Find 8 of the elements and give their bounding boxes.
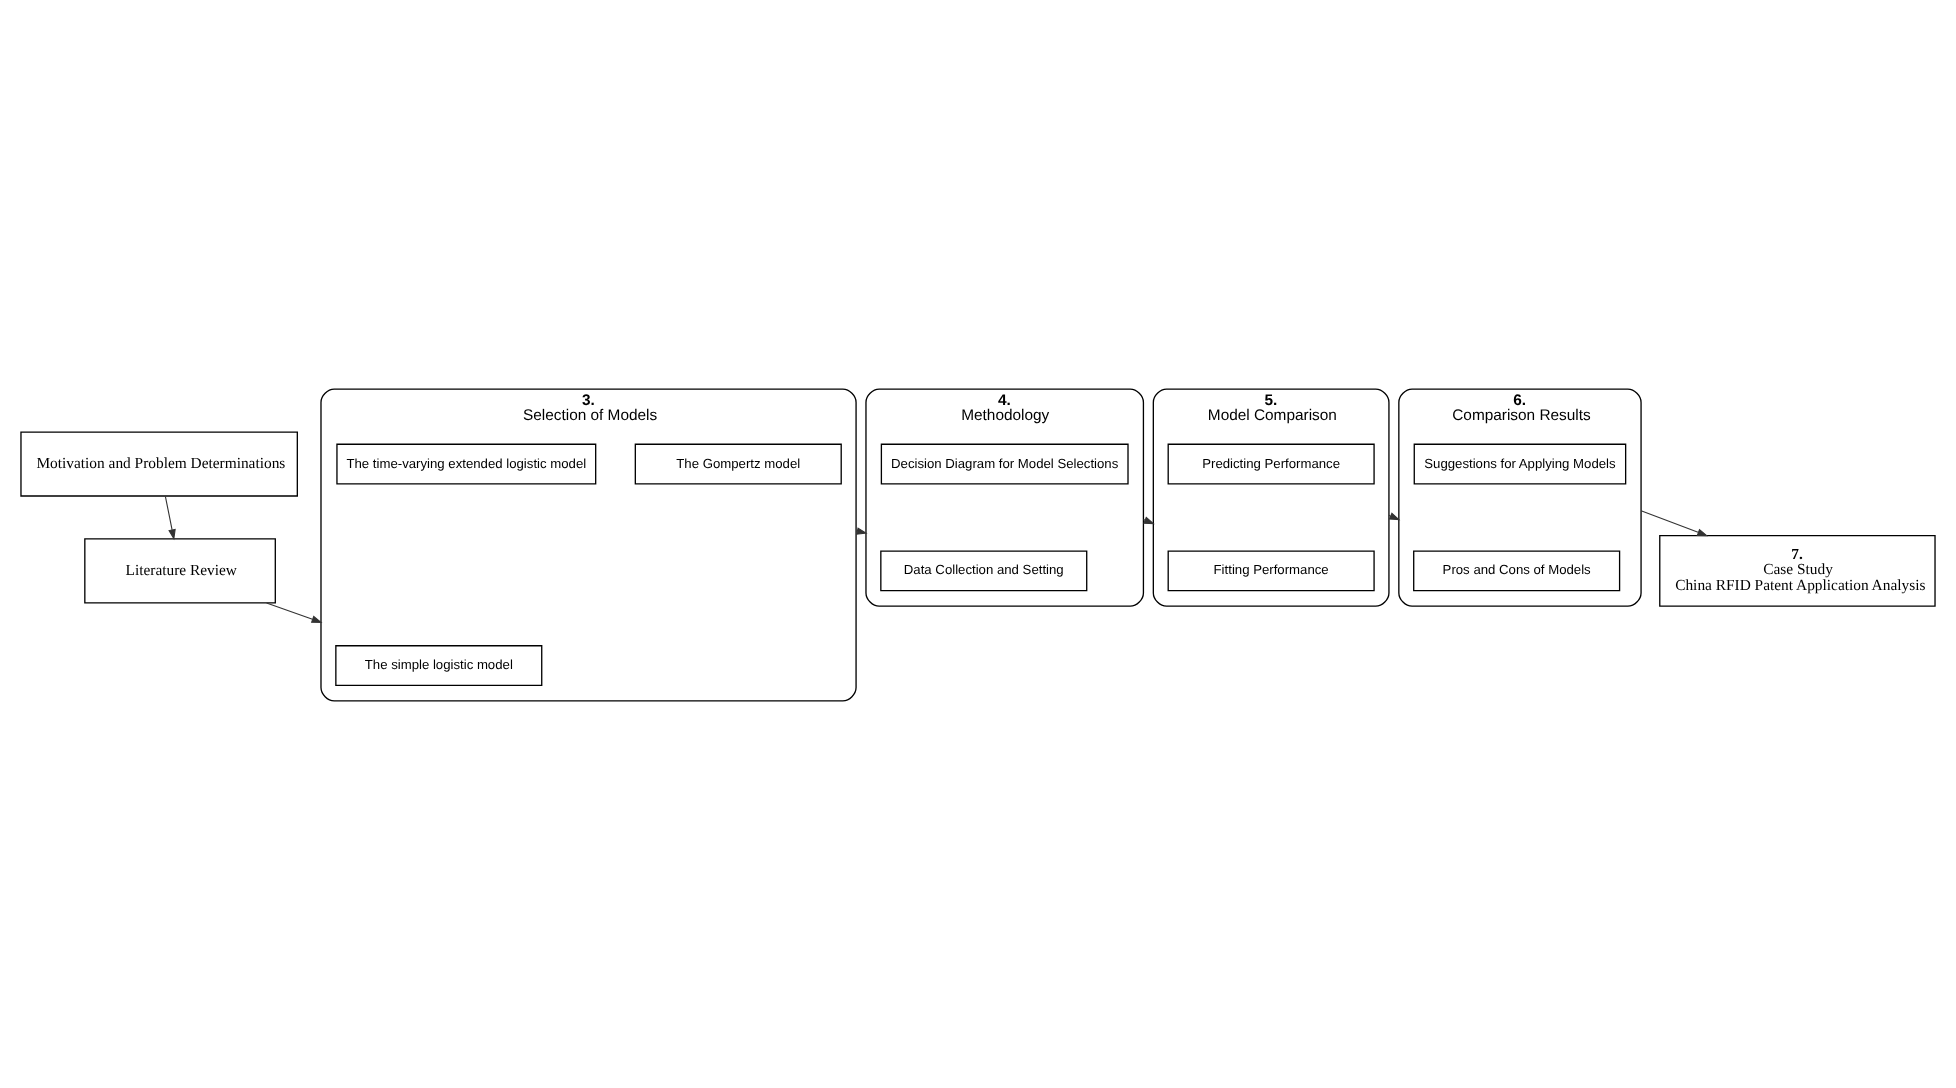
- node-box: Motivation and Problem Determinations: [20, 430, 298, 496]
- arrow: [266, 601, 323, 622]
- node-box: Literature Review: [84, 537, 276, 603]
- arrow: [855, 526, 868, 534]
- arrow: [164, 494, 176, 540]
- arrow: [1640, 509, 1709, 536]
- node-box: 7. Case Study China RFID Patent Application Analysis: [1659, 534, 1936, 606]
- arrow: [1142, 515, 1155, 524]
